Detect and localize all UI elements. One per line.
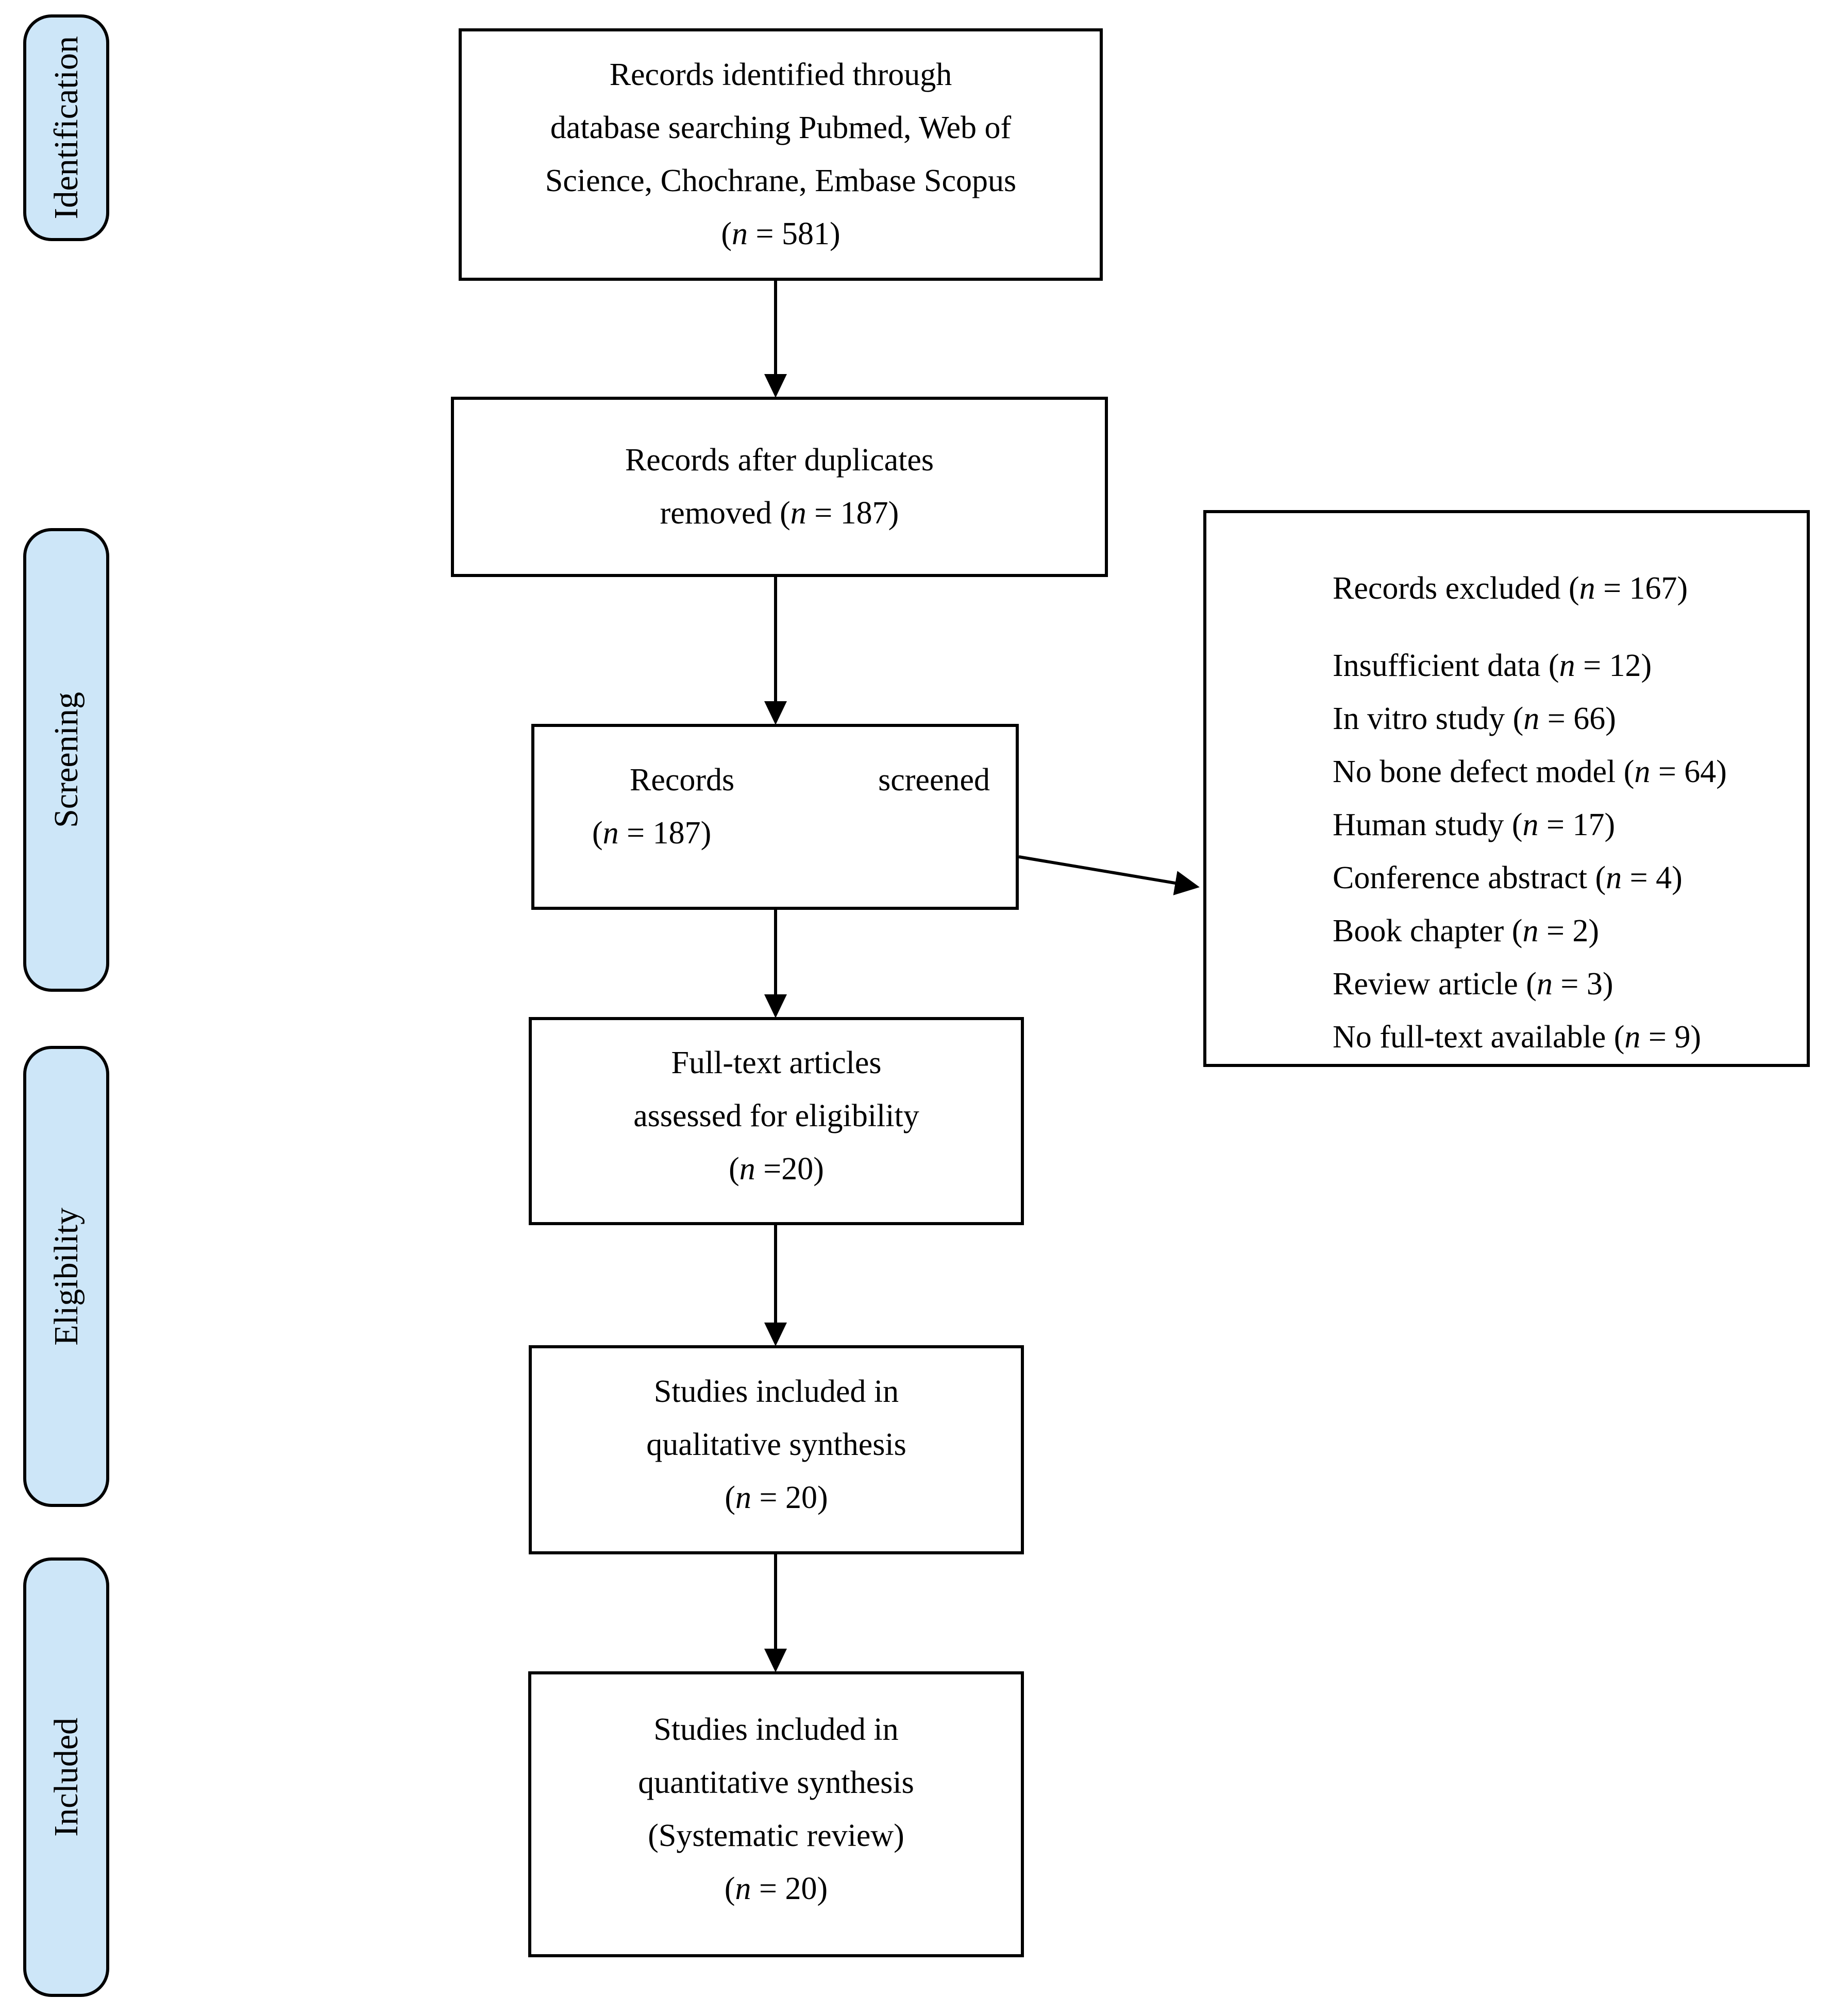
records-excluded-spacer <box>1333 615 1786 639</box>
arrow-head-icon <box>764 1323 787 1346</box>
arrow-shaft <box>774 1554 777 1649</box>
arrow-shaft <box>774 577 777 701</box>
text-line: Review article (n = 3) <box>1333 967 1613 1002</box>
text-line: Records after duplicates <box>625 443 934 478</box>
records-screened-line1: Records screened <box>534 754 1016 807</box>
arrow-head-icon <box>764 701 787 725</box>
text-line: Studies included in <box>653 1374 899 1409</box>
arrow-shaft <box>774 1225 777 1323</box>
stage-identification-label: Identification <box>47 36 85 219</box>
text-line: Human study (n = 17) <box>1333 807 1616 842</box>
text-line: Studies included in <box>653 1712 899 1747</box>
text-line: Conference abstract (n = 4) <box>1333 860 1683 895</box>
text-line: (n = 20) <box>725 1480 828 1515</box>
records-screened-line2: (n = 187) <box>592 815 712 851</box>
box-records-identified: Records identified through database searc… <box>459 28 1103 281</box>
text-line: Records identified through <box>609 57 952 92</box>
arrow-head-icon <box>764 994 787 1018</box>
text-line: Insufficient data (n = 12) <box>1333 648 1652 683</box>
text-line: Science, Chochrane, Embase Scopus <box>545 163 1017 198</box>
records-excluded-title: Records excluded (n = 167) <box>1333 571 1688 606</box>
stage-identification: Identification <box>23 14 109 241</box>
records-screened-word-left: Records <box>630 762 735 798</box>
stage-included-label: Included <box>47 1718 85 1837</box>
stage-included: Included <box>23 1557 109 1997</box>
box-quantitative-synthesis: Studies included in quantitative synthesi… <box>528 1671 1024 1957</box>
text-line: removed (n = 187) <box>660 496 899 531</box>
stage-eligibility: Eligibility <box>23 1046 109 1507</box>
text-line: database searching Pubmed, Web of <box>550 110 1012 145</box>
arrow-head-icon <box>764 374 787 398</box>
arrow-shaft <box>774 910 777 994</box>
text-line: qualitative synthesis <box>646 1427 906 1462</box>
arrow-screened-to-excluded <box>1018 855 1200 895</box>
box-records-screened: Records screened (n = 187) <box>531 724 1019 910</box>
text-line: (Systematic review) <box>648 1818 904 1853</box>
box-records-excluded: Records excluded (n = 167) Insufficient … <box>1203 510 1810 1067</box>
stage-screening-label: Screening <box>47 692 85 828</box>
text-line: Book chapter (n = 2) <box>1333 913 1600 948</box>
records-screened-word-right: screened <box>878 762 990 798</box>
text-line: In vitro study (n = 66) <box>1333 701 1616 736</box>
box-duplicates-removed: Records after duplicates removed (n = 187… <box>451 397 1108 577</box>
stage-screening: Screening <box>23 528 109 992</box>
text-line: (n =20) <box>729 1151 824 1187</box>
box-fulltext-assessed: Full-text articles assessed for eligibili… <box>529 1017 1024 1225</box>
text-line: assessed for eligibility <box>633 1098 919 1133</box>
arrow-line <box>1018 855 1200 895</box>
stage-eligibility-label: Eligibility <box>47 1207 85 1346</box>
arrow-head-icon <box>764 1649 787 1672</box>
text-line: No bone defect model (n = 64) <box>1333 754 1727 789</box>
text-line: (n = 581) <box>721 216 840 251</box>
arrow-shaft <box>774 281 777 374</box>
text-line: No full-text available (n = 9) <box>1333 1020 1702 1055</box>
text-line: quantitative synthesis <box>638 1765 914 1800</box>
text-line: (n = 20) <box>724 1871 828 1906</box>
box-qualitative-synthesis: Studies included in qualitative synthesis… <box>529 1345 1024 1554</box>
records-excluded-items: Insufficient data (n = 12) In vitro study… <box>1333 639 1786 1064</box>
text-line: Full-text articles <box>671 1045 882 1080</box>
